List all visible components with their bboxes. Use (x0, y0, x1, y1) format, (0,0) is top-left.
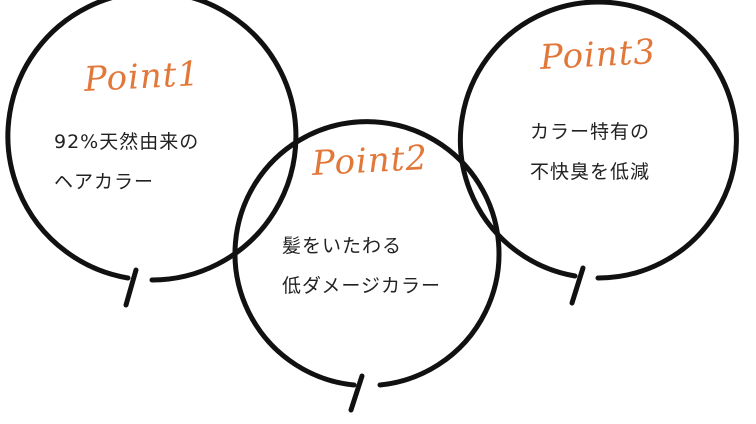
point2-line-1: 髪をいたわる (282, 235, 403, 257)
point3-description: カラー特有の 不快臭を低減 (530, 112, 650, 192)
point1-circle (5, 0, 299, 308)
point3-circle (457, 0, 739, 306)
point2-title: Point2 (311, 137, 430, 185)
point1-title: Point1 (83, 53, 202, 101)
point2-circle (232, 119, 502, 413)
point1-tail-mark (123, 267, 139, 308)
point3-title: Point3 (539, 31, 658, 79)
point2-description: 髪をいたわる 低ダメージカラー (282, 226, 441, 306)
point3-line-1: カラー特有の (530, 121, 651, 143)
point1-description: 92%天然由来の ヘアカラー (54, 122, 199, 202)
point2-line-2: 低ダメージカラー (282, 275, 442, 297)
point1-line-1: 92%天然由来の (54, 131, 200, 153)
point2-tail-mark (348, 373, 365, 413)
point3-tail-mark (569, 265, 586, 306)
point1-line-2: ヘアカラー (54, 171, 155, 193)
point3-line-2: 不快臭を低減 (530, 161, 651, 183)
